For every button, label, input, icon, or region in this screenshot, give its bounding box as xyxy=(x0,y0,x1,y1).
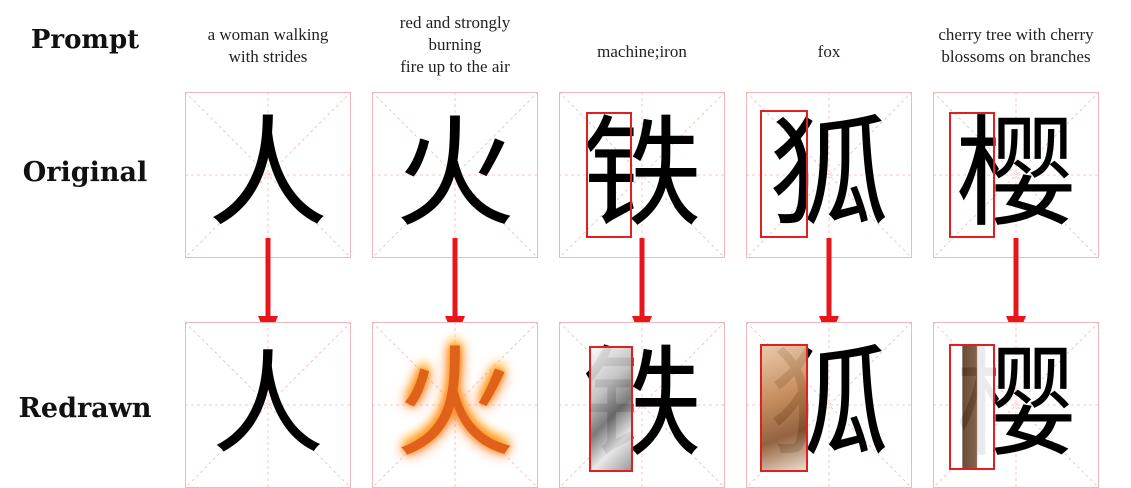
redrawn-character-cell: 火 xyxy=(372,322,538,488)
prompt-line: a woman walking xyxy=(207,25,329,44)
prompt-line: blossoms on branches xyxy=(941,47,1091,66)
original-character: 火 xyxy=(395,105,515,244)
row-label-original: Original xyxy=(22,157,148,188)
radical-highlight-box xyxy=(589,346,633,472)
original-character: 铁 xyxy=(582,105,702,244)
redrawn-character: 人 xyxy=(212,340,324,470)
radical-highlight-box xyxy=(949,344,995,470)
fox-radical-image xyxy=(760,344,808,472)
original-character-cell: 铁 xyxy=(559,92,725,258)
tree-radical-image xyxy=(949,344,995,470)
original-character-cell: 人 xyxy=(185,92,351,258)
prompt-text: a woman walking with strides xyxy=(173,24,363,68)
prompt-text: machine;iron xyxy=(547,41,737,63)
prompt-text: fox xyxy=(734,41,924,63)
original-character-cell: 樱 xyxy=(933,92,1099,258)
prompt-line: fox xyxy=(817,42,841,61)
original-character: 樱 xyxy=(956,105,1076,244)
radical-highlight-box xyxy=(586,112,632,238)
prompt-line: machine;iron xyxy=(597,42,687,61)
redrawn-character: 铁 xyxy=(582,335,702,474)
prompt-line: cherry tree with cherry xyxy=(938,25,1094,44)
original-character-cell: 火 xyxy=(372,92,538,258)
redrawn-character-cell: 樱 xyxy=(933,322,1099,488)
prompt-text: cherry tree with cherry blossoms on branc… xyxy=(921,24,1111,68)
metal-radical-image xyxy=(589,346,633,472)
prompt-line: with strides xyxy=(228,47,308,66)
redrawn-character-cell: 狐 xyxy=(746,322,912,488)
prompt-line: fire up to the air xyxy=(400,57,510,76)
original-character: 人 xyxy=(208,105,328,244)
redrawn-character: 火 xyxy=(395,335,515,474)
prompt-line: burning xyxy=(428,35,482,54)
original-character-cell: 狐 xyxy=(746,92,912,258)
prompt-text: red and strongly burning fire up to the ai… xyxy=(360,12,550,78)
row-label-prompt: Prompt xyxy=(30,25,140,55)
original-character: 狐 xyxy=(769,105,889,244)
radical-highlight-box xyxy=(760,110,808,238)
redrawn-character-cell: 铁 xyxy=(559,322,725,488)
redrawn-character-cell: 人 xyxy=(185,322,351,488)
radical-highlight-box xyxy=(760,344,808,472)
prompt-line: red and strongly xyxy=(399,13,511,32)
row-label-redrawn: Redrawn xyxy=(18,393,152,424)
radical-highlight-box xyxy=(949,112,995,238)
